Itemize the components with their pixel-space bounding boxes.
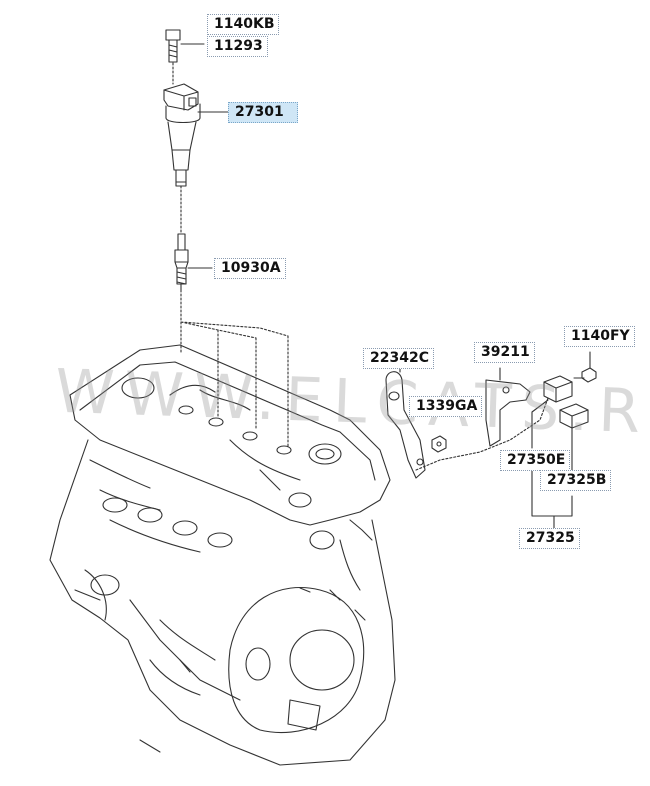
label-1140fy[interactable]: 1140FY	[564, 326, 635, 347]
engine-drawing	[49, 344, 396, 766]
spark-plug-drawing	[174, 233, 189, 291]
nut-1339ga-drawing	[431, 435, 447, 453]
label-10930a[interactable]: 10930A	[214, 258, 286, 279]
bolt-1140kb-drawing	[165, 29, 181, 63]
connector-27325b-drawing	[559, 403, 589, 429]
label-39211[interactable]: 39211	[474, 342, 535, 363]
ignition-coil-drawing	[163, 83, 201, 187]
label-27301[interactable]: 27301	[228, 102, 298, 123]
bracket-39211-drawing	[485, 367, 531, 447]
label-22342c[interactable]: 22342C	[363, 348, 434, 369]
bracket-22342c-drawing	[385, 371, 426, 479]
sensor-27350e-drawing	[543, 375, 573, 403]
label-27325[interactable]: 27325	[519, 528, 580, 549]
label-1140kb[interactable]: 1140KB	[207, 14, 280, 35]
label-27350e[interactable]: 27350E	[500, 450, 571, 471]
label-11293[interactable]: 11293	[207, 36, 268, 57]
label-1339ga[interactable]: 1339GA	[409, 396, 483, 417]
label-27325b[interactable]: 27325B	[540, 470, 612, 491]
